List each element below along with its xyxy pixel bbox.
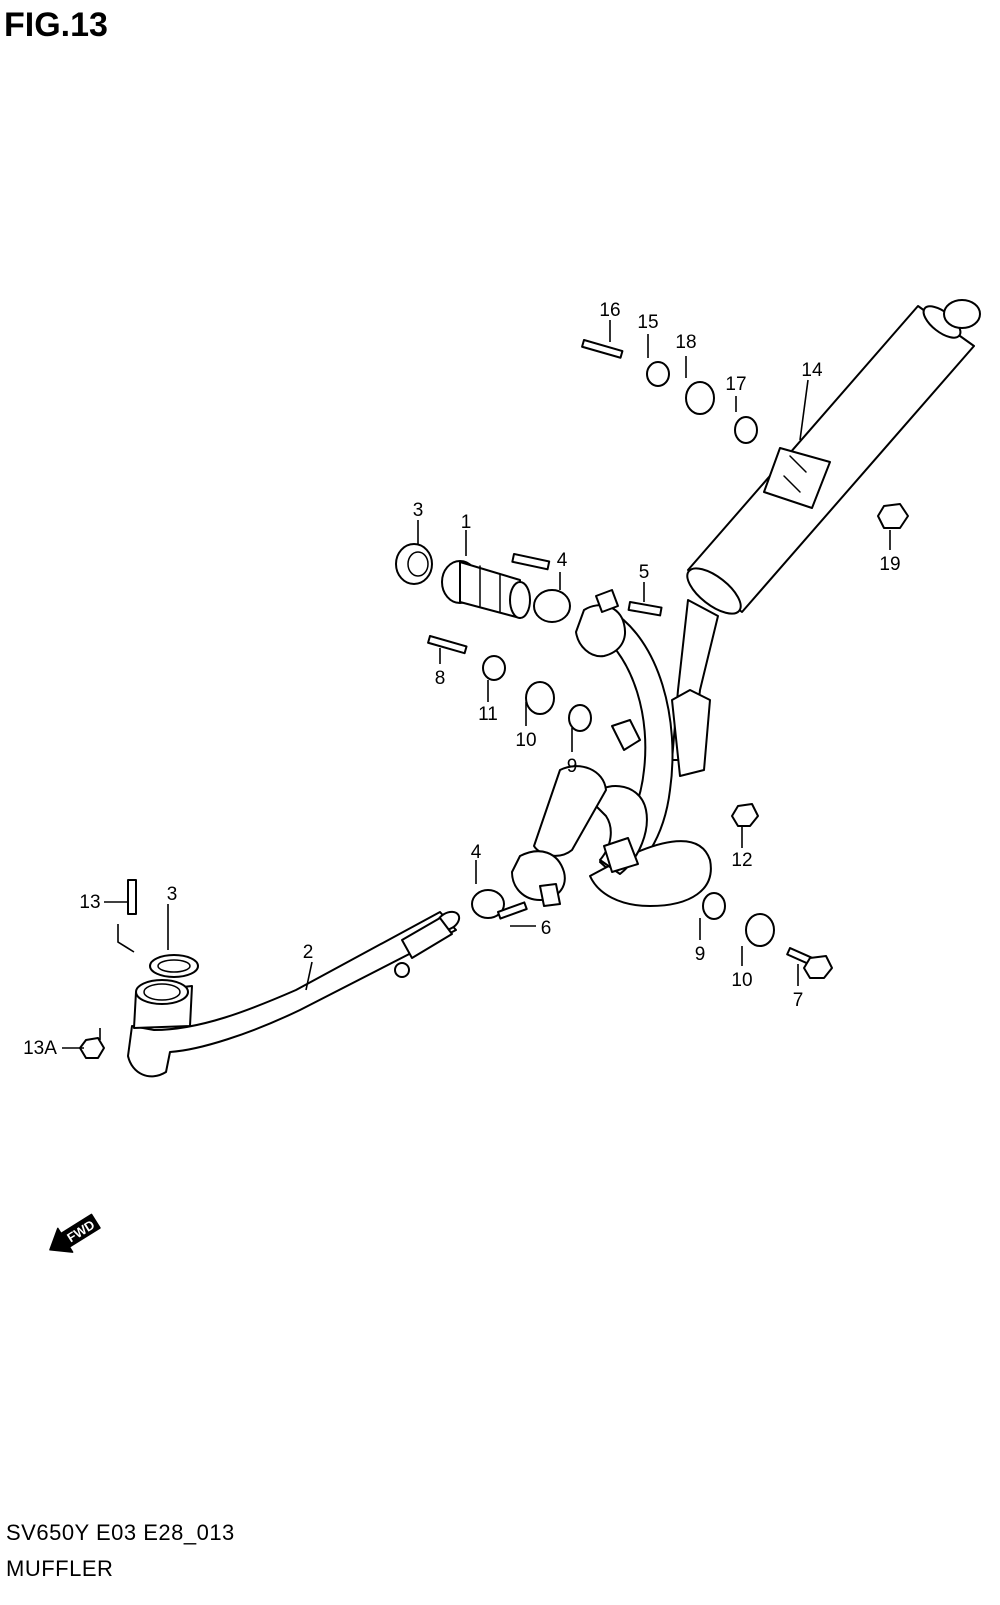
callout-9: 9 [695, 944, 706, 965]
callout-4: 4 [471, 842, 482, 863]
callout-10: 10 [515, 730, 536, 751]
connecting-pipe-assembly [511, 589, 719, 907]
callout-19: 19 [879, 554, 900, 575]
bolt-part [127, 339, 815, 966]
callout-15: 15 [637, 312, 658, 333]
diagram-code: SV650Y E03 E28_013 [6, 1520, 235, 1545]
callout-8: 8 [435, 668, 446, 689]
diagram-name: MUFFLER [6, 1556, 114, 1581]
gasket-part [395, 543, 433, 585]
grommet-part [525, 381, 775, 947]
callout-17: 17 [725, 374, 746, 395]
callout-13: 13 [79, 892, 100, 913]
callout-3: 3 [167, 884, 178, 905]
callout-7: 7 [793, 990, 804, 1011]
callout-leaders [62, 320, 891, 1049]
callout-10: 10 [731, 970, 752, 991]
figure-title: FIG.13 [4, 6, 108, 44]
callout-4: 4 [557, 550, 568, 571]
muffler-part [686, 299, 981, 615]
collar-part [568, 416, 758, 920]
callout-5: 5 [639, 562, 650, 583]
callout-14: 14 [801, 360, 823, 381]
callout-9: 9 [567, 756, 578, 777]
callout-6: 6 [541, 918, 552, 939]
callout-2: 2 [303, 942, 314, 963]
callout-13a: 13A [23, 1038, 57, 1059]
nut-part [79, 503, 909, 1059]
connector-pipe-part [441, 560, 531, 619]
washer-part [482, 361, 670, 681]
callout-16: 16 [599, 300, 620, 321]
callout-12: 12 [731, 850, 752, 871]
callout-11: 11 [478, 704, 498, 725]
callout-1: 1 [461, 512, 472, 533]
callout-18: 18 [675, 332, 696, 353]
fwd-arrow-icon: FWD [49, 1213, 101, 1253]
front-exhaust-pipe [127, 910, 461, 1078]
clamp-part [471, 589, 571, 919]
callout-3: 3 [413, 500, 424, 521]
gasket-part [149, 954, 199, 978]
